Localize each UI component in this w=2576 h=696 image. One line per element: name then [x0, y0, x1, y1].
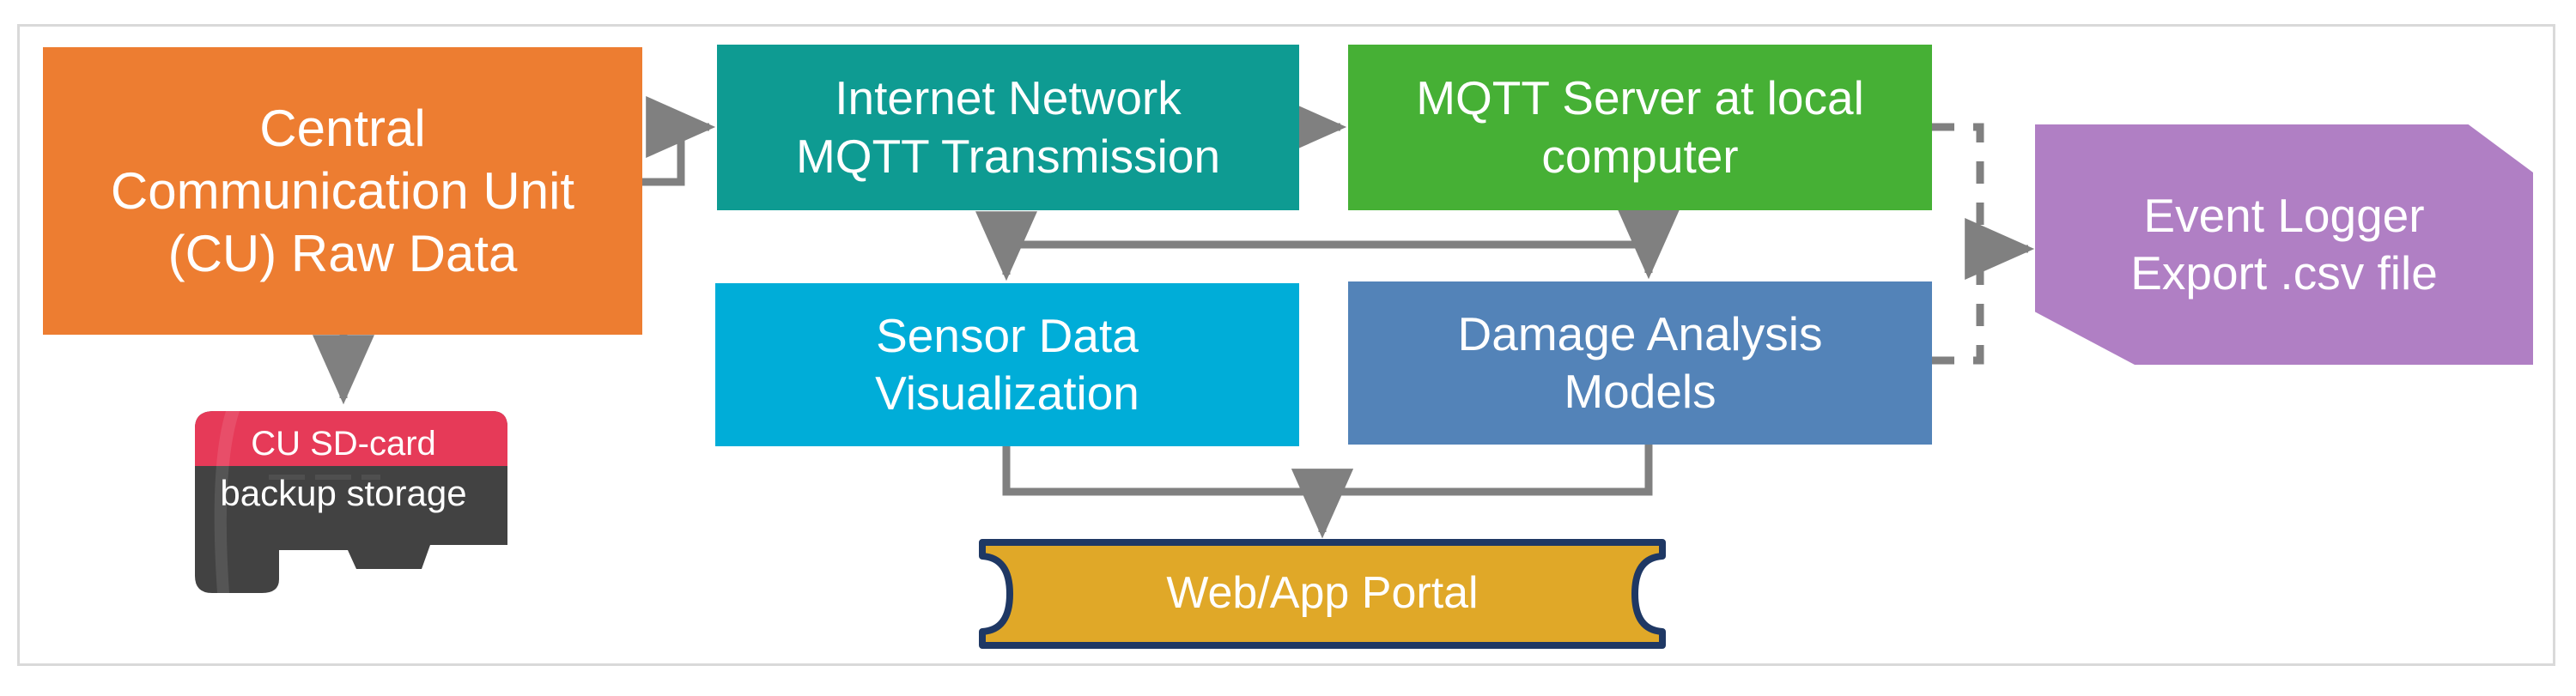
- node-event-logger-export[interactable]: Event Logger Export .csv file: [2035, 124, 2533, 365]
- sd-card-bottom-label: backup storage: [220, 473, 467, 513]
- node-web-app-portal-label: Web/App Portal: [1166, 568, 1479, 619]
- node-central-communication-unit[interactable]: Central Communication Unit (CU) Raw Data: [43, 47, 642, 335]
- node-internet-network-mqtt-transmission[interactable]: Internet Network MQTT Transmission: [717, 45, 1299, 210]
- node-sensor-data-visualization[interactable]: Sensor Data Visualization: [715, 283, 1299, 446]
- node-mqtt-server-label: MQTT Server at local computer: [1416, 71, 1864, 183]
- node-sensor-data-visualization-label: Sensor Data Visualization: [875, 308, 1139, 420]
- node-damage-analysis-models-label: Damage Analysis Models: [1457, 306, 1823, 418]
- node-internet-network-label: Internet Network MQTT Transmission: [795, 71, 1221, 183]
- node-mqtt-server[interactable]: MQTT Server at local computer: [1348, 45, 1932, 210]
- node-damage-analysis-models[interactable]: Damage Analysis Models: [1348, 281, 1932, 445]
- node-cu-sd-card[interactable]: CU SD-card backup storage: [176, 408, 511, 598]
- node-web-app-portal[interactable]: Web/App Portal: [979, 539, 1666, 649]
- microsd-card-icon: [195, 411, 507, 593]
- node-central-communication-unit-label: Central Communication Unit (CU) Raw Data: [110, 99, 575, 283]
- sd-card-top-label: CU SD-card: [251, 425, 436, 463]
- plaque-shape: [979, 539, 1666, 649]
- node-event-logger-label: Event Logger Export .csv file: [2130, 188, 2438, 300]
